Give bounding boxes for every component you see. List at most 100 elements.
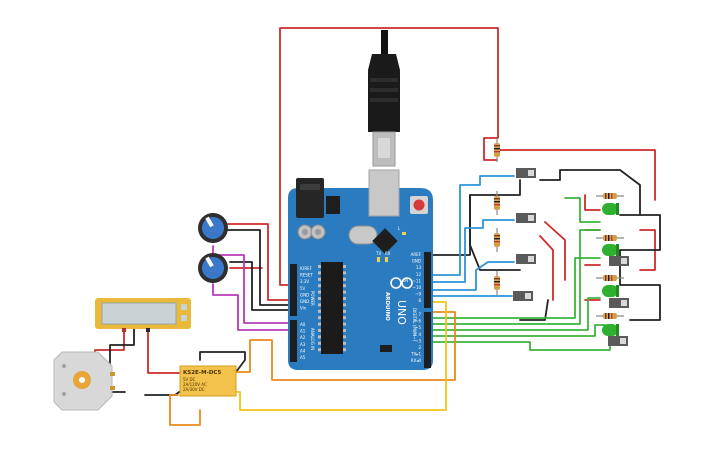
resistor bbox=[596, 313, 624, 319]
pin-label-power: IOREF bbox=[300, 266, 313, 271]
pin-label-digital: AREF bbox=[411, 252, 422, 257]
reset-button[interactable] bbox=[413, 199, 425, 211]
pin-label-digital: 12 bbox=[416, 272, 422, 277]
resistor bbox=[494, 228, 500, 252]
pin-label-digital: RX◂0 bbox=[411, 358, 422, 363]
slide-switches bbox=[513, 168, 629, 346]
wire-red-relay bbox=[147, 327, 183, 374]
pin-label-power: GND bbox=[300, 292, 309, 297]
green-led bbox=[602, 244, 619, 256]
digital-section-label: DIGITAL (PWM~) bbox=[412, 308, 417, 342]
wire-black-relay2 bbox=[199, 351, 246, 373]
pin-label-analog: A5 bbox=[300, 355, 306, 360]
relay-line-1: 5V DC bbox=[183, 377, 196, 382]
wire-black-right-3 bbox=[519, 299, 549, 321]
voltage-regulator bbox=[326, 196, 340, 214]
wire-green-6 bbox=[564, 197, 601, 223]
wires bbox=[94, 27, 661, 426]
wire-orange-1 bbox=[235, 311, 456, 381]
wire-black-pot bbox=[227, 229, 291, 306]
pin-label-digital: ~3 bbox=[415, 338, 421, 343]
wire-black-right-2 bbox=[619, 214, 661, 321]
analog-section-label: ANALOG IN bbox=[310, 328, 315, 350]
usb-cable bbox=[368, 30, 400, 167]
relay-line-2: 2A/120V AC bbox=[183, 382, 207, 387]
relay-module: KS2E-M-DC5 5V DC 2A/120V AC 2A/30V DC bbox=[179, 365, 237, 397]
pin-label-analog: A2 bbox=[300, 335, 306, 340]
usb-connector bbox=[368, 169, 400, 217]
slide-switch[interactable] bbox=[516, 168, 536, 178]
wire-green-1 bbox=[431, 257, 601, 319]
wire-red-right-2 bbox=[544, 221, 566, 281]
digital-header-top bbox=[424, 252, 431, 308]
usb-chip bbox=[372, 228, 398, 254]
green-led bbox=[602, 324, 619, 336]
potentiometer-1[interactable] bbox=[198, 213, 228, 243]
pin-label-power: GND bbox=[300, 299, 309, 304]
pin-label-power: 3.3V bbox=[300, 279, 309, 284]
wire-red-right-bus bbox=[496, 149, 656, 201]
pin-label-digital: TX▸1 bbox=[410, 352, 421, 357]
slide-switch[interactable] bbox=[609, 298, 629, 308]
power-header bbox=[290, 264, 297, 316]
pin-label-power: 5V bbox=[300, 286, 306, 291]
wire-yellow-1 bbox=[235, 301, 447, 411]
analog-header bbox=[290, 320, 297, 362]
wire-red-top bbox=[279, 27, 499, 286]
wire-red-led-bus bbox=[584, 194, 601, 301]
resistor bbox=[596, 235, 624, 241]
board-led-tx-label: TX bbox=[375, 251, 381, 256]
wire-green-3 bbox=[431, 297, 601, 331]
wire-green-5 bbox=[431, 339, 611, 351]
crystal bbox=[348, 225, 378, 245]
pin-label-analog: A0 bbox=[300, 322, 306, 327]
wire-orange-2 bbox=[169, 394, 201, 426]
pin-label-digital: GND bbox=[412, 259, 421, 264]
wire-black-resgnd bbox=[469, 194, 521, 271]
pin-label-digital: 13 bbox=[416, 265, 422, 270]
resistor bbox=[596, 275, 624, 281]
pin-label-digital: 4 bbox=[418, 332, 421, 337]
wire-red-pot bbox=[227, 223, 291, 301]
green-led bbox=[602, 203, 619, 215]
resistor bbox=[494, 138, 500, 162]
icsp-header bbox=[380, 345, 392, 352]
slide-switch[interactable] bbox=[609, 256, 629, 266]
wire-black-gnd bbox=[431, 179, 521, 256]
slide-switch[interactable] bbox=[513, 291, 533, 301]
pin-label-digital: ~9 bbox=[415, 292, 421, 297]
pin-label-analog: A4 bbox=[300, 348, 306, 353]
slide-switch[interactable] bbox=[516, 254, 536, 264]
relay-line-3: 2A/30V DC bbox=[183, 387, 205, 392]
pin-labels: AREFGND1312~11~10~987~6~54~32TX▸1RX◂0IOR… bbox=[300, 252, 422, 363]
pin-label-digital: ~11 bbox=[413, 278, 422, 283]
dc-motor bbox=[53, 351, 115, 411]
wire-magenta-1 bbox=[212, 245, 291, 324]
arduino-brand: ARDUINO bbox=[384, 292, 390, 321]
power-section-label: POWER bbox=[310, 291, 315, 306]
wire-green-4 bbox=[431, 324, 606, 337]
pin-label-analog: A1 bbox=[300, 329, 306, 334]
arduino-model: UNO bbox=[395, 300, 408, 325]
wire-red-right-3 bbox=[539, 235, 554, 301]
resistors bbox=[494, 138, 624, 319]
slide-switch[interactable] bbox=[608, 336, 628, 346]
potentiometers bbox=[198, 213, 228, 283]
wire-black-pot2 bbox=[229, 261, 291, 311]
wire-magenta-2 bbox=[212, 283, 291, 331]
pin-label-power: Vin bbox=[300, 306, 307, 311]
digital-header-bottom bbox=[424, 312, 431, 368]
pin-label-digital: 2 bbox=[418, 345, 421, 350]
potentiometer-2[interactable] bbox=[198, 253, 228, 283]
resistor bbox=[494, 191, 500, 215]
pin-label-analog: A3 bbox=[300, 342, 306, 347]
resistor bbox=[596, 193, 624, 199]
green-led bbox=[602, 285, 619, 297]
relay-model: KS2E-M-DC5 bbox=[183, 370, 221, 376]
pin-label-digital: ~5 bbox=[415, 325, 421, 330]
board-led-rx-label: RX bbox=[385, 251, 391, 256]
wire-black-lcd bbox=[109, 327, 135, 393]
slide-switch[interactable] bbox=[516, 213, 536, 223]
